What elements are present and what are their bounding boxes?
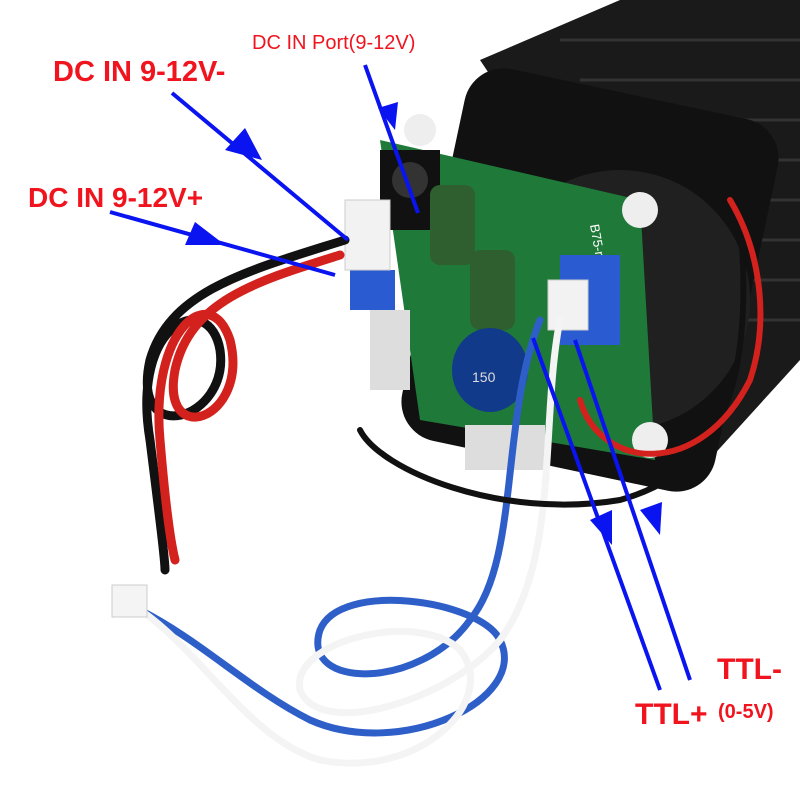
annotation-arrows xyxy=(109,64,692,691)
inductor xyxy=(452,328,528,412)
arrow-dc-in-positive xyxy=(109,210,336,277)
arrow-ttl-positive xyxy=(531,337,662,691)
capacitor xyxy=(430,185,475,265)
arrow-dc-in-port xyxy=(363,64,420,214)
power-connector xyxy=(344,199,391,271)
label-ttl-positive: TTL+ xyxy=(635,698,708,731)
capacitor xyxy=(470,250,515,330)
label-ttl-negative: TTL- xyxy=(717,653,782,686)
potentiometer xyxy=(350,270,395,310)
wires xyxy=(136,197,764,767)
ttl-connector xyxy=(547,279,589,331)
arrow-dc-in-negative xyxy=(170,91,350,242)
label-dc-in-positive: DC IN 9-12V+ xyxy=(28,182,204,213)
pcb: 150 B75-rev xyxy=(344,114,668,470)
label-ttl-range: (0-5V) xyxy=(718,701,774,723)
arrow-ttl-negative xyxy=(573,339,692,681)
label-dc-in-port: DC IN Port(9-12V) xyxy=(252,32,416,54)
label-dc-in-negative: DC IN 9-12V- xyxy=(53,56,226,88)
inductor-marking: 150 xyxy=(472,369,496,385)
ttl-plug xyxy=(111,584,148,618)
